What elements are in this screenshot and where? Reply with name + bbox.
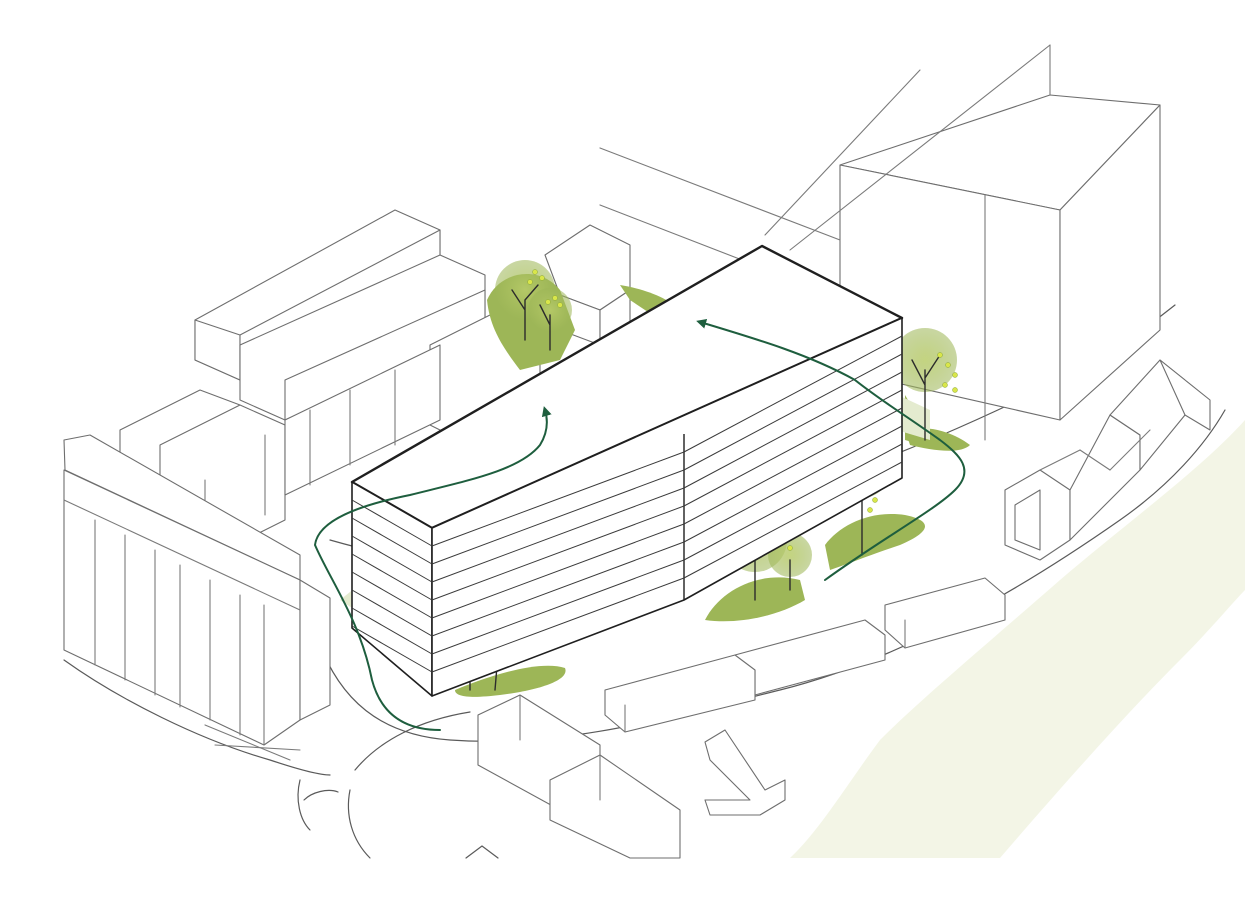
context-lines-top — [599, 44, 1051, 266]
tree-icon — [528, 288, 572, 351]
context-low-buildings — [477, 577, 1006, 859]
context-houses-right — [1004, 359, 1211, 561]
flow-arrows — [313, 318, 966, 731]
floor-lines — [351, 335, 903, 673]
flow-arrow-to-courtyard — [313, 406, 552, 731]
flow-arrow-along-building — [696, 318, 966, 581]
main-building — [350, 244, 904, 697]
context-block-lower-left — [63, 434, 331, 761]
landscape-band — [790, 420, 1245, 858]
main-building-front-face — [431, 317, 903, 697]
